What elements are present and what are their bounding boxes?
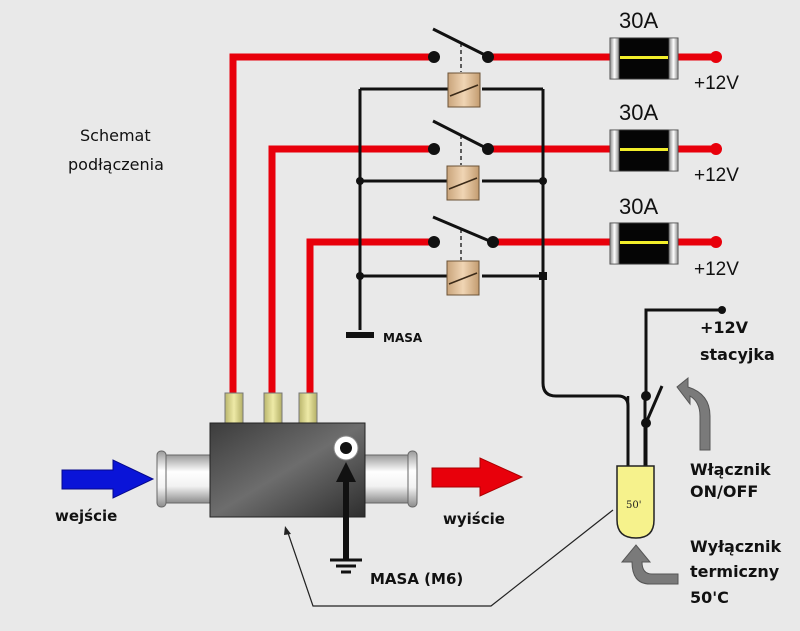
fuse-3-supply: +12V <box>694 259 739 280</box>
fuse-3-rating: 30A <box>619 194 658 219</box>
power-wire-3 <box>306 238 432 395</box>
fuse-2 <box>609 129 722 172</box>
block-ground-connection <box>330 462 362 574</box>
power-wire-1 <box>229 53 432 395</box>
fuse-2-supply: +12V <box>694 165 739 186</box>
junctions <box>356 177 726 314</box>
ground-symbol <box>346 332 374 338</box>
outlet-pipe <box>363 450 418 508</box>
fuse-3 <box>609 222 722 265</box>
switch-label-line2: ON/OFF <box>690 482 758 501</box>
relay-2 <box>428 119 494 201</box>
leader-line <box>286 509 614 607</box>
leader-arrowhead-icon <box>284 526 291 535</box>
thermal-sensor <box>616 396 655 539</box>
ground-stud <box>333 435 359 461</box>
power-wire-2 <box>268 145 432 395</box>
thermal-label-line3: 50'C <box>690 588 729 607</box>
diagram-title-line1: Schemat <box>80 126 151 145</box>
thermal-pointer-arrow-icon <box>620 544 679 585</box>
relay-coil <box>446 165 480 201</box>
thermal-label-line1: Wyłącznik <box>690 537 781 556</box>
inlet-pipe <box>156 450 213 508</box>
inlet-label: wejście <box>55 507 117 525</box>
power-wires <box>229 53 716 395</box>
ignition-label-line1: +12V <box>700 318 749 337</box>
fuse-1 <box>609 37 722 80</box>
relay-contact-arm <box>432 215 493 244</box>
relay-3 <box>428 215 499 296</box>
ground-label: MASA <box>383 331 423 345</box>
fuse-2-rating: 30A <box>619 100 658 125</box>
switch-label-line1: Włącznik <box>690 460 771 479</box>
thermal-label-line2: termiczny <box>690 562 780 581</box>
fuse-1-supply: +12V <box>694 73 739 94</box>
switch-pointer-arrow-icon <box>676 376 711 451</box>
fuse-1-rating: 30A <box>619 8 658 33</box>
relay-1 <box>428 27 494 108</box>
inlet-arrow-icon <box>61 459 155 499</box>
terminals <box>224 392 318 424</box>
ignition-label-line2: stacyjka <box>700 345 775 364</box>
sensor-temp-label: 50' <box>626 500 641 511</box>
block-ground-label: MASA (M6) <box>370 570 463 588</box>
outlet-arrow-icon <box>431 457 524 497</box>
diagram-title-line2: podłączenia <box>68 155 164 174</box>
outlet-label: wyiście <box>443 510 505 528</box>
